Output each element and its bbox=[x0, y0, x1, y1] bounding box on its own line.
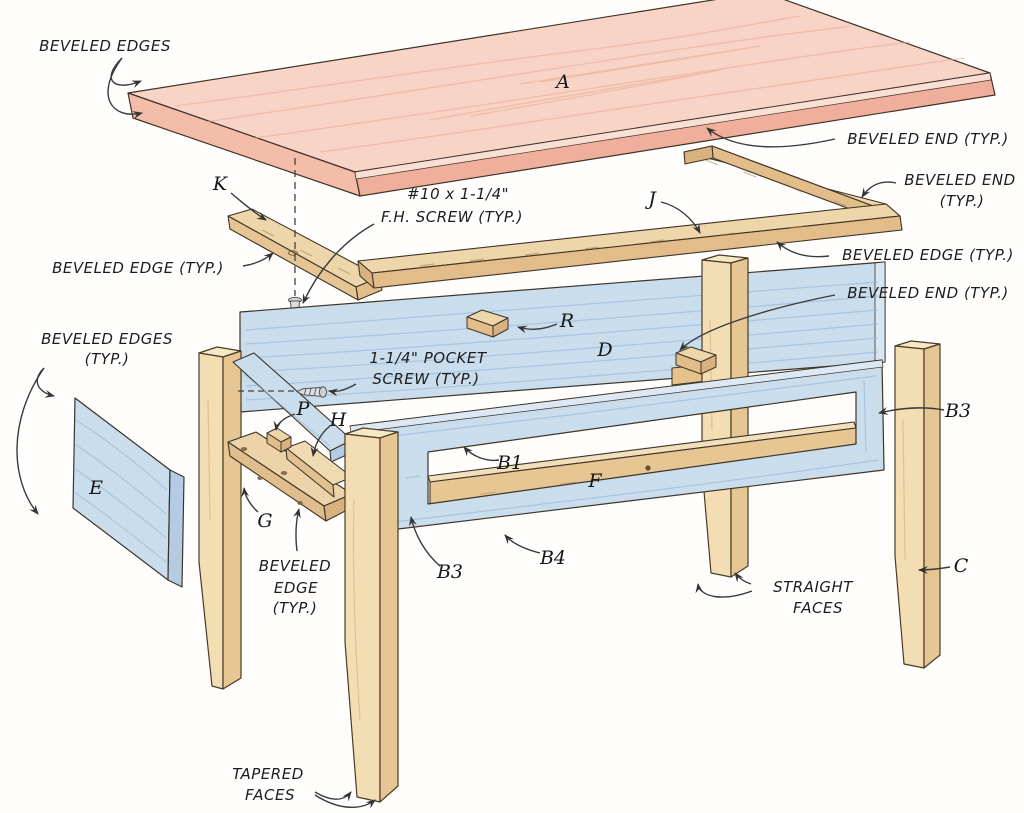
label-beveled-end-right-2b: (TYP.) bbox=[939, 192, 985, 210]
block-p bbox=[266, 427, 292, 453]
corner-block-r bbox=[466, 309, 509, 338]
leg-front-right-c bbox=[894, 340, 941, 669]
part-label-b3-left: B3 bbox=[436, 561, 464, 583]
part-label-j: J bbox=[648, 188, 656, 210]
leader-beveled-edge-left bbox=[242, 252, 274, 267]
leader-beveled-end-1 bbox=[706, 127, 836, 148]
part-label-h: H bbox=[329, 409, 347, 431]
label-beveled-end-right-1: BEVELED END (TYP.) bbox=[847, 130, 1009, 148]
label-beveled-edges-left-b: (TYP.) bbox=[84, 350, 130, 368]
leg-back-left bbox=[198, 346, 242, 690]
leader-tapered-faces-2 bbox=[314, 794, 376, 809]
label-pocket-screw-line1: 1-1/4" POCKET bbox=[369, 349, 487, 367]
corner-block-r2 bbox=[675, 346, 717, 375]
leg-back-right bbox=[701, 254, 749, 578]
leader-beveled-edges-top-2 bbox=[107, 57, 144, 119]
leader-b3-left bbox=[409, 515, 441, 567]
part-label-k: K bbox=[212, 173, 228, 195]
leader-beveled-edge-right bbox=[776, 241, 830, 258]
label-beveled-edge-right: BEVELED EDGE (TYP.) bbox=[842, 246, 1014, 264]
leader-g bbox=[241, 486, 259, 513]
leader-beveled-edges-left-2 bbox=[16, 367, 45, 515]
label-tapered-faces-b: FACES bbox=[245, 786, 295, 804]
part-label-f: F bbox=[588, 470, 602, 492]
leader-h bbox=[310, 425, 331, 458]
part-label-g: G bbox=[257, 510, 273, 532]
label-beveled-end-right-3: BEVELED END (TYP.) bbox=[847, 284, 1009, 302]
leader-p bbox=[273, 413, 296, 432]
cleat-k bbox=[227, 208, 383, 301]
pocket-screw bbox=[238, 386, 328, 398]
part-label-d: D bbox=[597, 339, 613, 361]
label-beveled-edges-left-a: BEVELED EDGES bbox=[41, 330, 173, 348]
leader-beveled-edges-left-1 bbox=[36, 367, 56, 398]
leader-fh-screw bbox=[302, 223, 375, 304]
leader-lines bbox=[16, 57, 951, 809]
label-straight-faces-a: STRAIGHT bbox=[773, 578, 853, 596]
label-beveled-end-right-2a: BEVELED END bbox=[904, 171, 1016, 189]
leader-j bbox=[660, 201, 701, 234]
panel-e bbox=[72, 397, 185, 588]
leg-front-left bbox=[344, 427, 399, 803]
leader-r bbox=[516, 323, 558, 334]
part-label-b3-right: B3 bbox=[944, 400, 972, 422]
label-tapered-faces-a: TAPERED bbox=[232, 765, 304, 783]
label-beveled-edge-bottom-b: EDGE bbox=[273, 579, 319, 597]
part-label-b4: B4 bbox=[539, 547, 567, 569]
part-label-r: R bbox=[559, 310, 575, 332]
leader-b3-right bbox=[877, 407, 945, 415]
leader-c bbox=[917, 566, 951, 574]
label-fh-screw-line1: #10 x 1-1/4" bbox=[406, 185, 510, 203]
part-label-e: E bbox=[89, 477, 103, 499]
label-beveled-edge-bottom-c: (TYP.) bbox=[272, 599, 318, 617]
leader-straight-faces-2 bbox=[734, 572, 752, 585]
leader-tapered-faces-1 bbox=[314, 791, 352, 802]
cleat-frame-j bbox=[357, 145, 903, 289]
cleat-h bbox=[285, 440, 353, 498]
label-beveled-edge-bottom-a: BEVELED bbox=[258, 557, 332, 575]
front-apron-frame bbox=[349, 359, 885, 531]
leader-straight-faces-1 bbox=[695, 582, 753, 598]
part-label-p: P bbox=[296, 398, 310, 420]
label-beveled-edge-left: BEVELED EDGE (TYP.) bbox=[52, 259, 224, 277]
label-beveled-edges-top: BEVELED EDGES bbox=[39, 37, 171, 55]
leader-beveled-end-2 bbox=[861, 181, 897, 198]
label-straight-faces-b: FACES bbox=[793, 599, 843, 617]
leader-k bbox=[230, 192, 267, 221]
part-label-a: A bbox=[556, 71, 570, 93]
leader-beveled-end-3 bbox=[679, 294, 836, 351]
leader-beveled-edges-top-1 bbox=[110, 57, 142, 89]
part-label-b1: B1 bbox=[496, 452, 524, 474]
label-fh-screw-line2: F.H. SCREW (TYP.) bbox=[380, 208, 524, 226]
leader-b1 bbox=[463, 446, 500, 462]
leader-pocket-screw bbox=[327, 383, 357, 397]
tabletop-a bbox=[127, 0, 996, 197]
leader-b4 bbox=[504, 534, 541, 554]
part-label-c: C bbox=[953, 555, 969, 577]
cleat-g bbox=[227, 431, 354, 522]
leader-beveled-edge-bottom bbox=[292, 507, 301, 552]
label-pocket-screw-line2: SCREW (TYP.) bbox=[372, 370, 480, 388]
